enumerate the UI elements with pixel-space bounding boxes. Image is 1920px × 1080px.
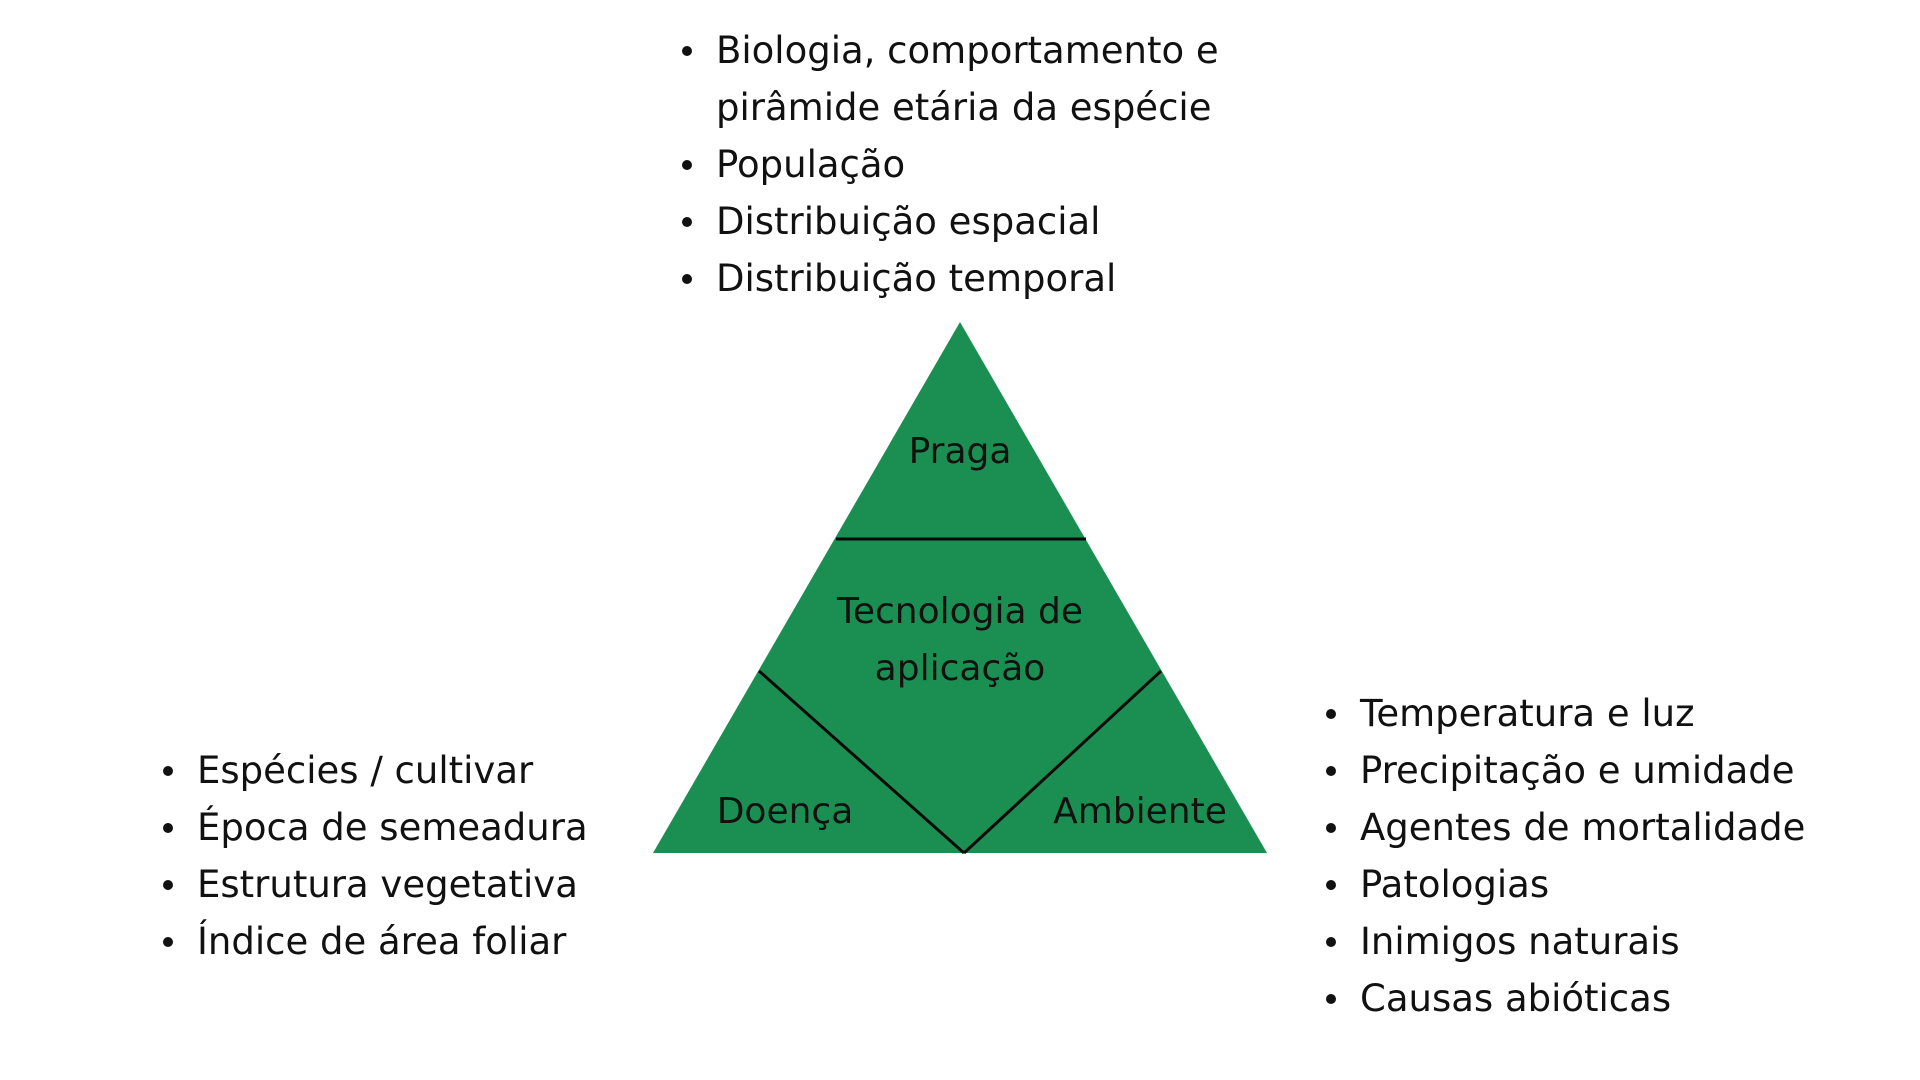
label-praga: Praga: [908, 431, 1012, 472]
label-tecnologia-line1: Tecnologia de: [836, 591, 1084, 632]
environment-factors-list: Temperatura e luz Precipitação e umidade…: [1326, 685, 1805, 1027]
list-item: Temperatura e luz: [1326, 685, 1805, 742]
label-ambiente: Ambiente: [1053, 791, 1227, 832]
list-item: Causas abióticas: [1326, 970, 1805, 1027]
list-item: Espécies / cultivar: [163, 742, 588, 799]
pest-factors-list: Biologia, comportamento e pirâmide etári…: [682, 22, 1219, 307]
label-tecnologia-line2: aplicação: [874, 648, 1046, 689]
divider-left: [758, 669, 965, 855]
list-item: Patologias: [1326, 856, 1805, 913]
list-item: Estrutura vegetativa: [163, 856, 588, 913]
list-item-continuation: pirâmide etária da espécie: [716, 86, 1212, 129]
list-item: Precipitação e umidade: [1326, 742, 1805, 799]
pyramid-triangle: [653, 322, 1267, 853]
list-item: Distribuição temporal: [682, 250, 1219, 307]
label-doenca: Doença: [716, 791, 854, 832]
divider-right: [962, 669, 1163, 855]
list-item: Índice de área foliar: [163, 913, 588, 970]
list-item: Distribuição espacial: [682, 193, 1219, 250]
list-item: Época de semeadura: [163, 799, 588, 856]
list-item: Agentes de mortalidade: [1326, 799, 1805, 856]
list-item: Biologia, comportamento e: [682, 22, 1219, 79]
list-item: Inimigos naturais: [1326, 913, 1805, 970]
disease-factors-list: Espécies / cultivar Época de semeadura E…: [163, 742, 588, 970]
list-item: População: [682, 136, 1219, 193]
